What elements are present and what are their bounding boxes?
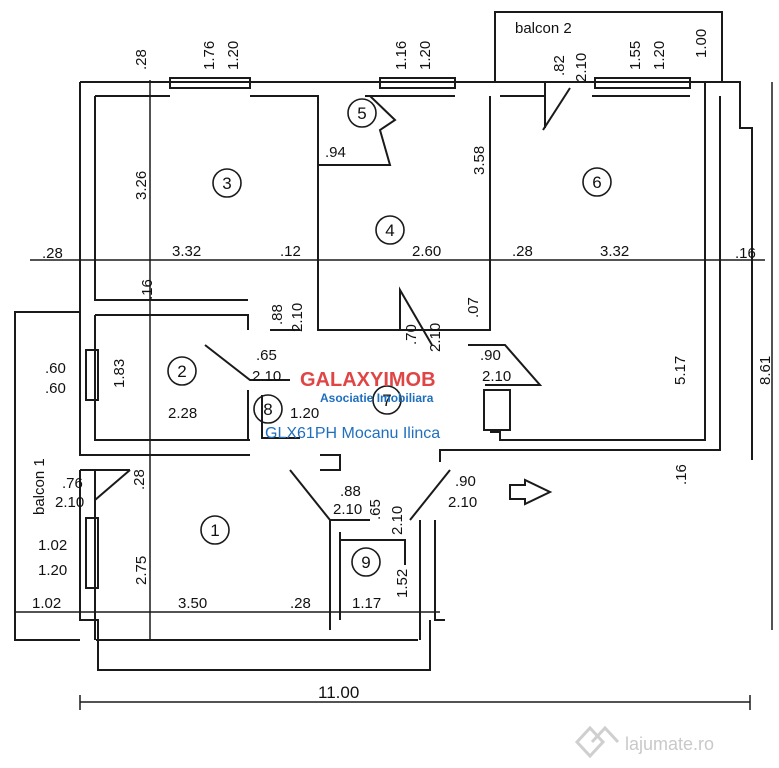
dim-label: .90 bbox=[480, 347, 501, 364]
dim-label: .07 bbox=[465, 297, 482, 318]
dim-label: 1.02 bbox=[38, 537, 67, 554]
room-7-label: 7 bbox=[382, 391, 391, 410]
dim-label: .60 bbox=[45, 380, 66, 397]
dim-label: 1.76 bbox=[201, 41, 218, 70]
dim-label: 1.20 bbox=[225, 41, 242, 70]
room-1-label: 1 bbox=[210, 521, 219, 540]
dim-label: 5.17 bbox=[672, 356, 689, 385]
dim-label: 2.10 bbox=[448, 494, 477, 511]
watermark-listing: GLX61PH Mocanu Ilinca bbox=[265, 425, 440, 442]
dim-label: 1.00 bbox=[693, 29, 710, 58]
dim-label: .65 bbox=[256, 347, 277, 364]
dim-label: 2.60 bbox=[412, 243, 441, 260]
dim-label: 3.58 bbox=[471, 146, 488, 175]
dim-label: .16 bbox=[139, 279, 156, 300]
dim-label: .88 bbox=[340, 483, 361, 500]
dim-label: 1.16 bbox=[393, 41, 410, 70]
dim-label: 1.02 bbox=[32, 595, 61, 612]
dim-label: 1.55 bbox=[627, 41, 644, 70]
dim-label: .12 bbox=[280, 243, 301, 260]
dim-label: 1.52 bbox=[394, 569, 411, 598]
room-3-label: 3 bbox=[222, 174, 231, 193]
watermark-tagline: Asociatie Imobiliara bbox=[320, 391, 434, 405]
room-5-label: 5 bbox=[357, 104, 366, 123]
dim-label: .28 bbox=[131, 469, 148, 490]
site-watermark: lajumate.ro bbox=[625, 734, 714, 754]
dim-label: 2.10 bbox=[289, 303, 306, 332]
dim-label: 1.20 bbox=[290, 405, 319, 422]
dim-label: 3.32 bbox=[600, 243, 629, 260]
balcony-1-label: balcon 1 bbox=[31, 458, 48, 515]
dim-label: 3.32 bbox=[172, 243, 201, 260]
total-width-label: 11.00 bbox=[318, 683, 359, 702]
room-8-label: 8 bbox=[263, 400, 272, 419]
dim-label: 1.83 bbox=[111, 359, 128, 388]
room-4-label: 4 bbox=[385, 221, 394, 240]
dim-label: .16 bbox=[735, 245, 756, 262]
room-9-label: 9 bbox=[361, 553, 370, 572]
dim-label: .28 bbox=[42, 245, 63, 262]
dim-label: 2.10 bbox=[55, 494, 84, 511]
dim-label: 2.10 bbox=[252, 368, 281, 385]
dim-label: .76 bbox=[62, 475, 83, 492]
room-6-label: 6 bbox=[592, 173, 601, 192]
dim-label: .60 bbox=[45, 360, 66, 377]
dim-label: .88 bbox=[269, 304, 286, 325]
dim-label: 1.20 bbox=[651, 41, 668, 70]
dim-label: 2.10 bbox=[333, 501, 362, 518]
dim-label: 1.20 bbox=[38, 562, 67, 579]
dim-label: .65 bbox=[367, 499, 384, 520]
dim-label: 1.20 bbox=[417, 41, 434, 70]
dim-label: 3.26 bbox=[133, 171, 150, 200]
room-2-label: 2 bbox=[177, 362, 186, 381]
dim-label: .94 bbox=[325, 144, 346, 161]
dim-label: 8.61 bbox=[757, 356, 774, 385]
balcony-2-label: balcon 2 bbox=[515, 20, 572, 37]
dim-label: .28 bbox=[290, 595, 311, 612]
dim-label: .70 bbox=[403, 324, 420, 345]
dim-label: 2.10 bbox=[427, 323, 444, 352]
dim-label: 2.10 bbox=[389, 506, 406, 535]
watermark-brand: GALAXYIMOB bbox=[300, 369, 436, 391]
dim-label: .90 bbox=[455, 473, 476, 490]
dim-label: .82 bbox=[551, 55, 568, 76]
dim-label: .28 bbox=[512, 243, 533, 260]
lajumate-logo-icon bbox=[574, 725, 620, 759]
dim-label: 2.10 bbox=[482, 368, 511, 385]
dim-label: .28 bbox=[133, 49, 150, 70]
dim-label: 2.28 bbox=[168, 405, 197, 422]
dim-label: 1.17 bbox=[352, 595, 381, 612]
dim-label: .16 bbox=[673, 464, 690, 485]
dim-label: 2.10 bbox=[573, 53, 590, 82]
dim-label: 3.50 bbox=[178, 595, 207, 612]
dim-label: 2.75 bbox=[133, 556, 150, 585]
